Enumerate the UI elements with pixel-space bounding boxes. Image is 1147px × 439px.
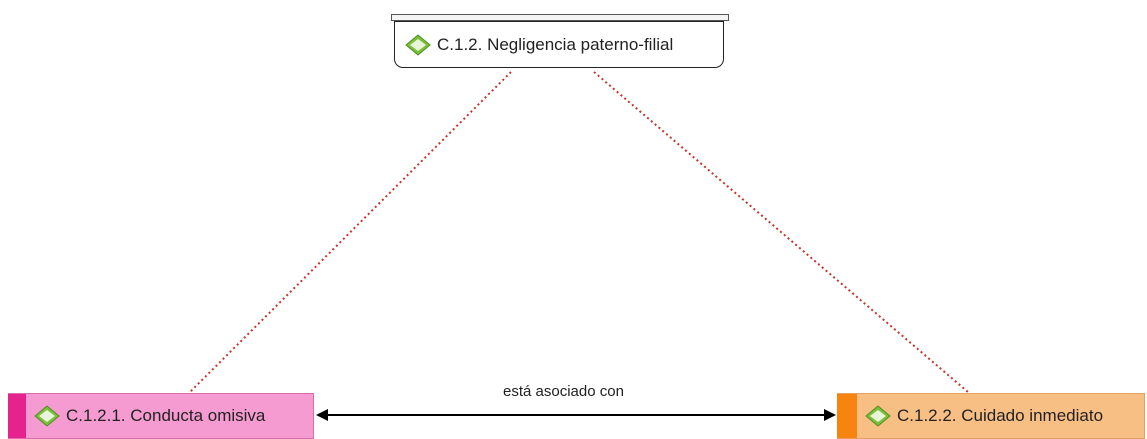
node-negligencia-paterno-filial[interactable]: C.1.2. Negligencia paterno-filial — [394, 21, 724, 68]
parent-link-left[interactable] — [189, 71, 512, 393]
node-color-stripe — [837, 394, 857, 438]
node-label: C.1.2.1. Conducta omisiva — [66, 406, 266, 425]
node-label: C.1.2. Negligencia paterno-filial — [437, 34, 674, 54]
relation-label: está asociado con — [503, 383, 624, 400]
node-conducta-omisiva[interactable]: C.1.2.1. Conducta omisiva — [8, 393, 314, 439]
diamond-code-icon — [865, 405, 891, 427]
parent-link-right[interactable] — [593, 71, 969, 393]
diamond-code-icon — [34, 405, 60, 427]
diamond-code-icon — [405, 33, 431, 56]
node-top-header-bar — [391, 14, 729, 21]
node-cuidado-inmediato[interactable]: C.1.2.2. Cuidado inmediato — [837, 393, 1145, 439]
node-label: C.1.2.2. Cuidado inmediato — [897, 406, 1104, 425]
node-color-stripe — [8, 394, 26, 438]
